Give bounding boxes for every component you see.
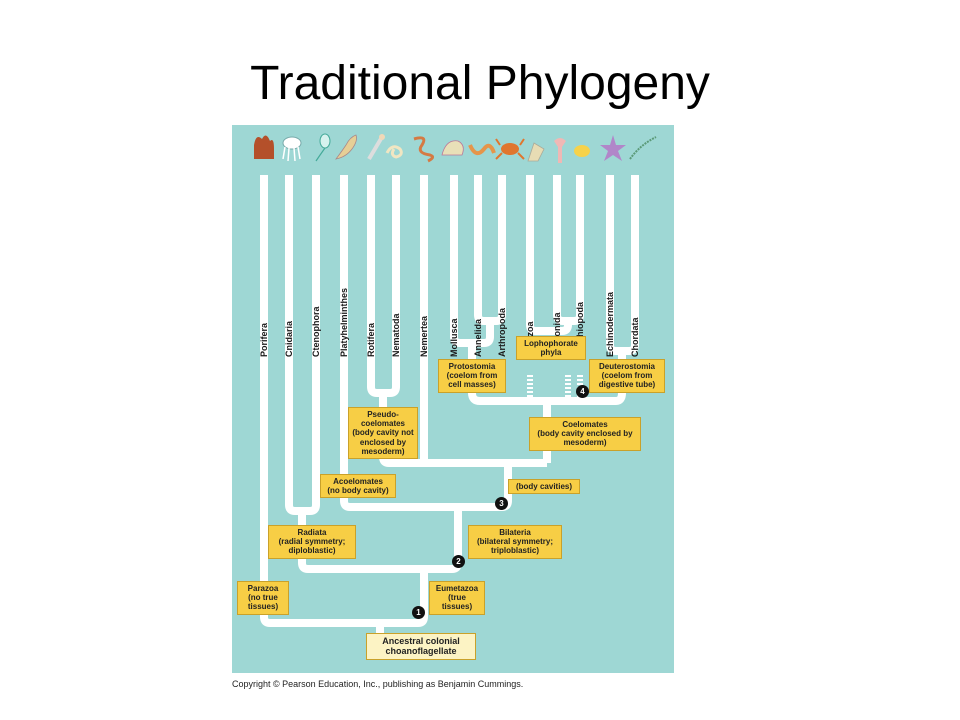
radiata-box: Radiata (radial symmetry; diploblastic) xyxy=(268,525,356,559)
brachiopod-icon xyxy=(574,145,590,157)
taxon-label: Chordata xyxy=(630,317,640,357)
flatworm-icon xyxy=(335,134,357,160)
deuterostomia-box: Deuterostomia (coelom from digestive tub… xyxy=(589,359,665,393)
lancelet-icon xyxy=(629,136,657,160)
taxon-label: Annelida xyxy=(473,318,483,357)
eumetazoa-box: Eumetazoa (true tissues) xyxy=(429,581,485,615)
taxon-label: Arthropoda xyxy=(497,308,507,357)
taxon-label: Porifera xyxy=(259,322,269,357)
coelomates-box: Coelomates (body cavity enclosed by meso… xyxy=(529,417,641,451)
phoronid-icon xyxy=(554,138,566,163)
bryozoan-icon xyxy=(527,142,545,162)
phylogeny-figure: Porifera Cnidaria Ctenophora Platyhelmin… xyxy=(232,125,674,673)
node-marker: 2 xyxy=(452,555,465,568)
nematode-icon xyxy=(385,145,403,159)
taxon-label: Rotifera xyxy=(366,322,376,357)
protostomia-box: Protostomia (coelom from cell masses) xyxy=(438,359,506,393)
taxon-label: Nemertea xyxy=(419,315,429,357)
taxon-tubes xyxy=(260,175,639,307)
jellyfish-icon xyxy=(282,136,302,162)
rotifer-icon xyxy=(367,134,385,161)
node-marker: 3 xyxy=(495,497,508,510)
taxon-label: Platyhelminthes xyxy=(339,287,349,357)
organism-icons xyxy=(254,133,657,163)
body-cavities-box: (body cavities) xyxy=(508,479,580,495)
sponge-icon xyxy=(254,135,274,159)
taxon-label: Nematoda xyxy=(391,313,401,357)
taxon-label: Mollusca xyxy=(449,318,459,357)
taxon-label: Cnidaria xyxy=(284,320,294,357)
slide-title: Traditional Phylogeny xyxy=(250,57,710,110)
mollusc-icon xyxy=(441,140,464,156)
dashed-lines xyxy=(421,375,583,463)
starfish-icon xyxy=(600,135,626,161)
parazoa-box: Parazoa (no true tissues) xyxy=(237,581,289,615)
node-marker: 4 xyxy=(576,385,589,398)
bilateria-box: Bilateria (bilateral symmetry; triplobla… xyxy=(468,525,562,559)
copyright-text: Copyright © Pearson Education, Inc., pub… xyxy=(232,679,524,689)
taxon-label: Ctenophora xyxy=(311,306,321,358)
ancestral-box: Ancestral colonial choanoflagellate xyxy=(366,633,476,660)
nemertean-icon xyxy=(413,136,435,163)
crab-icon xyxy=(495,138,525,160)
earthworm-icon xyxy=(468,143,496,156)
comb-jelly-icon xyxy=(315,133,331,162)
pseudocoelomates-box: Pseudo-coelomates (body cavity not enclo… xyxy=(348,407,418,459)
acoelomates-box: Acoelomates (no body cavity) xyxy=(320,474,396,499)
lophophorate-box: Lophophorate phyla xyxy=(516,336,586,361)
taxon-label: Echinodermata xyxy=(605,291,615,357)
node-marker: 1 xyxy=(412,606,425,619)
